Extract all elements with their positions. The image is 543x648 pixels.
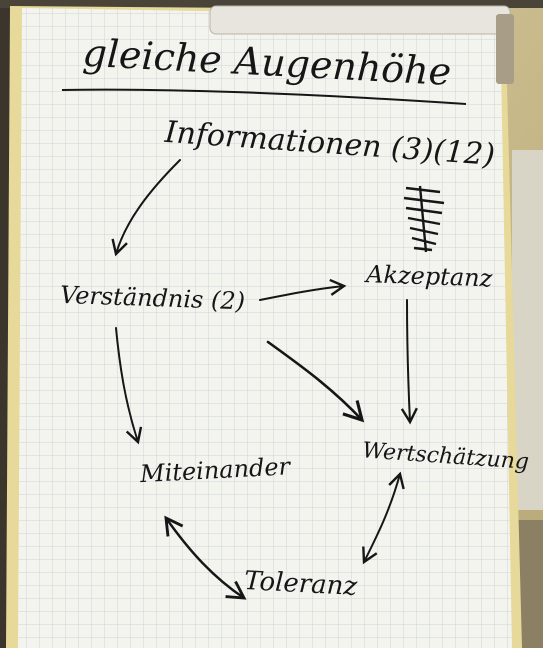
node-verstaendnis: Verständnis (2) (60, 281, 246, 315)
top-binding (209, 5, 511, 35)
top-dark-strip (0, 0, 543, 8)
arrow-verstaendnis-to-wertschaetzung (266, 340, 365, 423)
binding-bar (496, 14, 514, 84)
arrow-verstaendnis-to-akzeptanz (259, 278, 347, 301)
arrow-verstaendnis-to-miteinander (115, 327, 143, 445)
title-underline (61, 88, 467, 105)
arrow-akzeptanz-to-wertschaetzung (400, 299, 418, 425)
right-panel (512, 150, 543, 510)
arrow-wertschaetzung-toleranz (362, 471, 405, 565)
arrow-miteinander-toleranz (164, 515, 247, 600)
node-akzeptanz: Akzeptanz (364, 260, 493, 292)
node-toleranz: Toleranz (243, 566, 358, 602)
paper-grid (18, 8, 512, 648)
arrows (111, 159, 418, 600)
scribble-mark (403, 185, 445, 253)
arrow-informationen-to-verstaendnis (111, 159, 181, 257)
